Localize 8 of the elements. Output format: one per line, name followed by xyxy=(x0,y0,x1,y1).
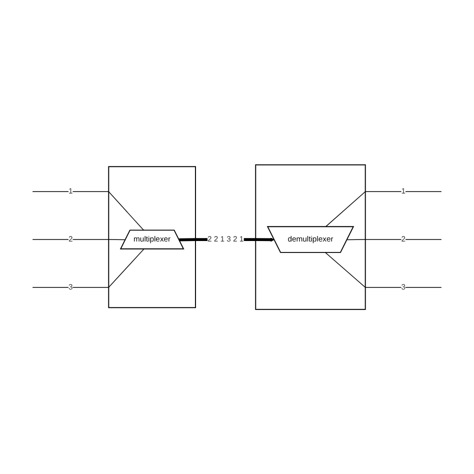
connector xyxy=(325,191,442,228)
cluster xyxy=(255,164,366,310)
connector xyxy=(32,239,126,240)
connector xyxy=(32,248,144,288)
connector xyxy=(346,239,442,240)
connector xyxy=(32,191,144,231)
cluster xyxy=(108,166,196,308)
connector xyxy=(325,252,442,288)
